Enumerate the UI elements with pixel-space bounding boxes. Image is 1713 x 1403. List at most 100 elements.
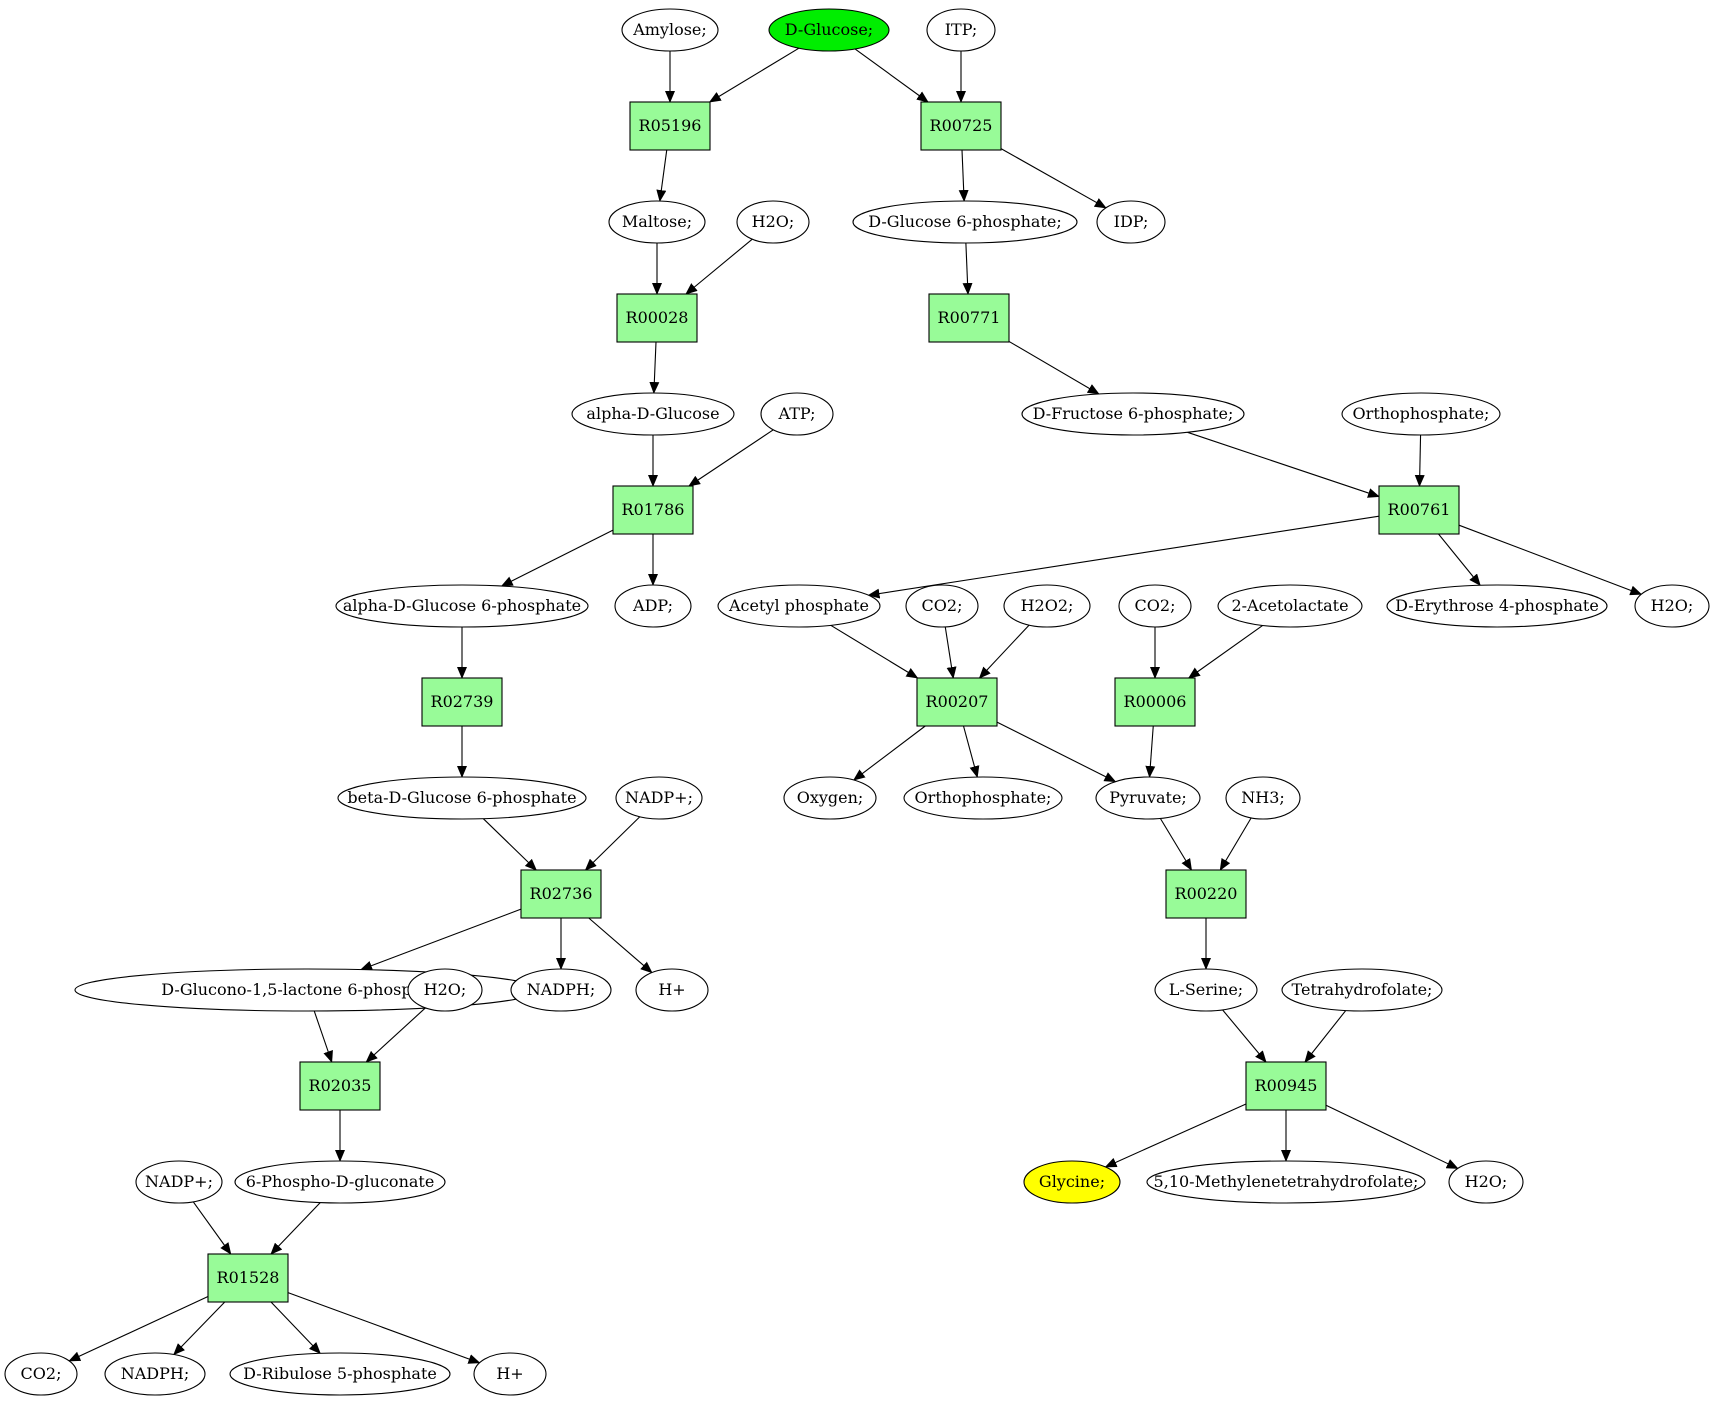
compound-ellipse: [1341, 392, 1501, 436]
compound-node-c_oxygen[interactable]: Oxygen;: [783, 776, 877, 820]
edge-r_R00771-to-c_f6p: [1008, 340, 1100, 395]
edge-c_acp-to-r_R00207: [830, 624, 919, 679]
edge-r_R05196-to-c_maltose: [656, 149, 668, 203]
reaction-node-r_R00207[interactable]: R00207: [916, 677, 998, 727]
edge-r_R01528-to-c_ru5p: [270, 1301, 321, 1355]
compound-node-c_nadph_1[interactable]: NADPH;: [510, 968, 612, 1012]
edges-layer: [68, 47, 1643, 1364]
node-label: D-Glucose;: [785, 20, 873, 39]
compound-node-c_h2o_4[interactable]: H2O;: [1448, 1160, 1524, 1204]
node-label: CO2;: [1135, 596, 1176, 615]
compound-ellipse: [608, 200, 706, 244]
compound-ellipse: [234, 1160, 446, 1204]
edge-r_R00006-to-c_pyr: [1145, 725, 1156, 779]
node-label: Oxygen;: [797, 788, 864, 807]
compound-node-c_g6p[interactable]: D-Glucose 6-phosphate;: [852, 200, 1078, 244]
compound-node-c_pi_2[interactable]: Orthophosphate;: [903, 776, 1063, 820]
compound-node-c_h2o_3[interactable]: H2O;: [407, 968, 483, 1012]
compound-node-c_lser[interactable]: L-Serine;: [1154, 968, 1258, 1012]
node-label: R00771: [938, 308, 1001, 327]
compound-ellipse: [1386, 584, 1608, 628]
compound-node-c_nadph_2[interactable]: NADPH;: [104, 1352, 206, 1396]
reaction-node-r_R00771[interactable]: R00771: [928, 293, 1010, 343]
compound-ellipse: [1023, 1160, 1121, 1204]
compound-node-c_6pg[interactable]: 6-Phospho-D-gluconate: [234, 1160, 446, 1204]
compound-node-c_itp[interactable]: ITP;: [926, 8, 996, 52]
compound-node-c_h2o_2[interactable]: H2O;: [1634, 584, 1710, 628]
compound-node-c_bdg6p[interactable]: beta-D-Glucose 6-phosphate: [337, 776, 587, 820]
compound-node-c_nadp_1[interactable]: NADP+;: [615, 776, 703, 820]
node-label: R02736: [530, 884, 593, 903]
edge-c_acl-to-r_R00006: [1187, 624, 1263, 679]
compound-node-c_co2_1[interactable]: CO2;: [905, 584, 979, 628]
reaction-node-r_R02035[interactable]: R02035: [299, 1061, 381, 1111]
edge-c_h2o_3-to-r_R02035: [365, 1007, 426, 1063]
reaction-node-r_R02736[interactable]: R02736: [520, 869, 602, 919]
reaction-box: [916, 677, 998, 727]
compound-node-c_adglc[interactable]: alpha-D-Glucose: [571, 392, 735, 436]
compound-node-c_nadp_2[interactable]: NADP+;: [135, 1160, 223, 1204]
compound-ellipse: [783, 776, 877, 820]
node-label: NADP+;: [625, 788, 693, 807]
node-label: R01786: [622, 500, 685, 519]
compound-node-c_gly[interactable]: Glycine;: [1023, 1160, 1121, 1204]
compound-ellipse: [736, 200, 810, 244]
compound-node-c_mthf[interactable]: 5,10-Methylenetetrahydrofolate;: [1146, 1160, 1426, 1204]
edge-r_R00761-to-c_h2o_2: [1458, 524, 1643, 596]
edge-c_pyr-to-r_R00220: [1159, 818, 1193, 871]
edge-r_R01786-to-c_adg6p: [500, 529, 614, 587]
reaction-node-r_R01786[interactable]: R01786: [612, 485, 694, 535]
node-label: 6-Phospho-D-gluconate: [246, 1172, 435, 1191]
compound-ellipse: [1634, 584, 1710, 628]
reaction-box: [1114, 677, 1196, 727]
compound-node-c_co2_3[interactable]: CO2;: [4, 1352, 78, 1396]
compound-node-c_e4p[interactable]: D-Erythrose 4-phosphate: [1386, 584, 1608, 628]
compound-node-c_acp[interactable]: Acetyl phosphate: [717, 584, 881, 628]
compound-node-c_nh3[interactable]: NH3;: [1225, 776, 1301, 820]
edge-r_R00945-to-c_gly: [1104, 1103, 1247, 1168]
node-label: NH3;: [1241, 788, 1285, 807]
node-label: R00207: [926, 692, 989, 711]
compound-node-c_dglucose[interactable]: D-Glucose;: [768, 8, 890, 52]
compound-node-c_ru5p[interactable]: D-Ribulose 5-phosphate: [229, 1352, 451, 1396]
compound-node-c_hplus_1[interactable]: H+: [635, 968, 709, 1012]
nodes-layer: Amylose; D-Glucose; ITP; R05196 R00725Maltos…: [4, 8, 1710, 1396]
compound-node-c_idp[interactable]: IDP;: [1096, 200, 1166, 244]
reaction-node-r_R01528[interactable]: R01528: [207, 1253, 289, 1303]
reaction-node-r_R00725[interactable]: R00725: [920, 101, 1002, 151]
reaction-node-r_R05196[interactable]: R05196: [629, 101, 711, 151]
compound-node-c_amylose[interactable]: Amylose;: [621, 8, 719, 52]
compound-node-c_acl[interactable]: 2-Acetolactate: [1217, 584, 1363, 628]
reaction-node-r_R00028[interactable]: R00028: [616, 293, 698, 343]
reaction-node-r_R00006[interactable]: R00006: [1114, 677, 1196, 727]
reaction-node-r_R00761[interactable]: R00761: [1378, 485, 1460, 535]
edge-r_R02736-to-c_dg15l: [360, 908, 522, 971]
edge-c_co2_1-to-r_R00207: [944, 626, 957, 679]
compound-node-c_f6p[interactable]: D-Fructose 6-phosphate;: [1021, 392, 1245, 436]
compound-node-c_pyr[interactable]: Pyruvate;: [1095, 776, 1201, 820]
compound-node-c_co2_2[interactable]: CO2;: [1118, 584, 1192, 628]
compound-node-c_atp[interactable]: ATP;: [760, 392, 834, 436]
reaction-node-r_R02739[interactable]: R02739: [421, 677, 503, 727]
node-label: D-Ribulose 5-phosphate: [243, 1364, 437, 1383]
reaction-node-r_R00945[interactable]: R00945: [1245, 1061, 1327, 1111]
edge-r_R00207-to-c_pi_2: [962, 725, 980, 779]
reaction-node-r_R00220[interactable]: R00220: [1165, 869, 1247, 919]
node-label: Maltose;: [622, 212, 692, 231]
edge-r_R00761-to-c_acp: [867, 515, 1380, 599]
compound-node-c_hplus_2[interactable]: H+: [473, 1352, 547, 1396]
compound-node-c_adg6p[interactable]: alpha-D-Glucose 6-phosphate: [335, 584, 589, 628]
compound-node-c_h2o_1[interactable]: H2O;: [736, 200, 810, 244]
node-label: Glycine;: [1039, 1172, 1105, 1191]
compound-node-c_thf[interactable]: Tetrahydrofolate;: [1281, 968, 1443, 1012]
compound-node-c_h2o2[interactable]: H2O2;: [1003, 584, 1091, 628]
node-label: NADPH;: [527, 980, 596, 999]
node-label: D-Erythrose 4-phosphate: [1395, 596, 1599, 615]
compound-node-c_adp[interactable]: ADP;: [614, 584, 692, 628]
edge-r_R00945-to-c_h2o_4: [1325, 1104, 1459, 1169]
compound-ellipse: [1217, 584, 1363, 628]
compound-node-c_maltose[interactable]: Maltose;: [608, 200, 706, 244]
edge-c_h2o2-to-r_R00207: [978, 624, 1030, 679]
compound-node-c_pi_1[interactable]: Orthophosphate;: [1341, 392, 1501, 436]
